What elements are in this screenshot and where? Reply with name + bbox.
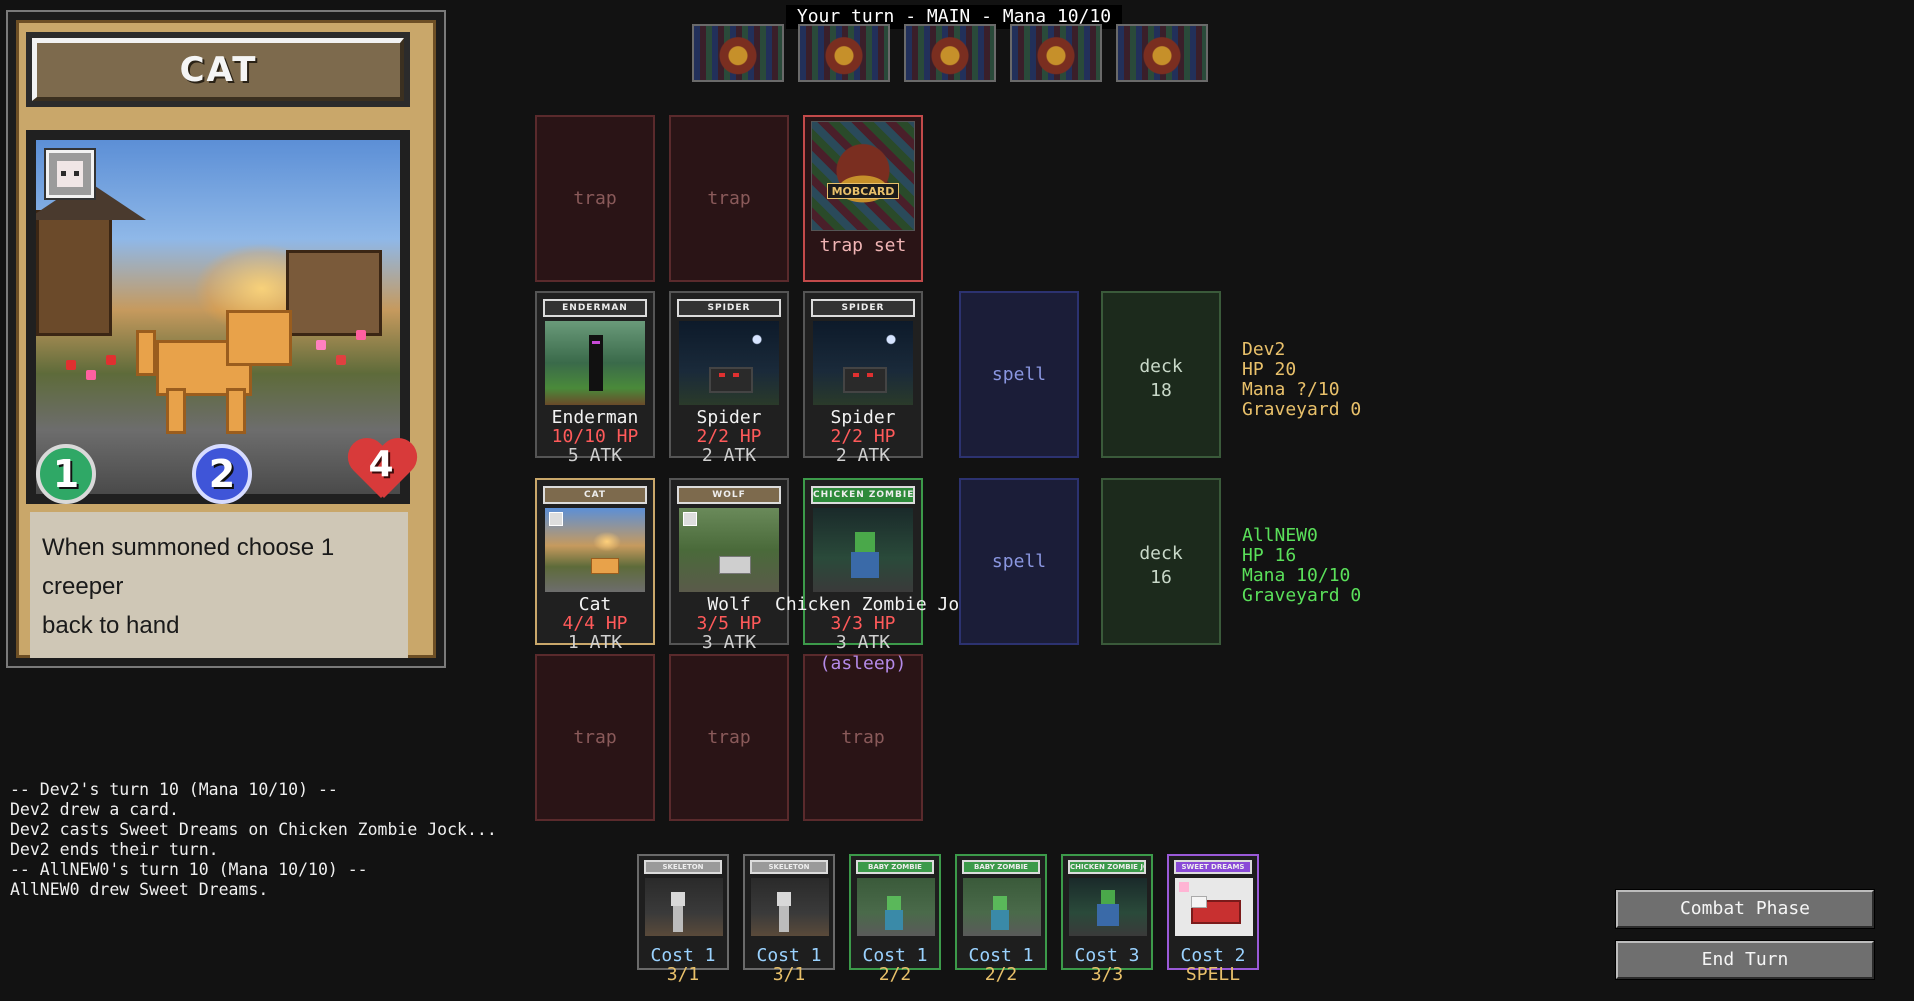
- log-line: -- Dev2's turn 10 (Mana 10/10) --: [10, 780, 338, 799]
- attack-stat-icon: 1: [36, 444, 96, 504]
- card-preview-title: CAT: [179, 50, 258, 90]
- mob-art: [813, 508, 913, 592]
- sheep-icon: [683, 512, 697, 526]
- card-preview-cost: 2: [208, 452, 236, 496]
- game-log: -- Dev2's turn 10 (Mana 10/10) -- Dev2 d…: [10, 780, 530, 900]
- hand-card-baby-zombie[interactable]: BABY ZOMBIE Cost 1 2/2: [849, 854, 941, 985]
- mob-art: [813, 321, 913, 405]
- mana-cost-icon: 2: [192, 444, 252, 504]
- opponent-mob-enderman[interactable]: ENDERMAN Enderman 10/10 HP 5 ATK: [535, 291, 655, 466]
- player-mana: Mana 10/10: [1242, 565, 1351, 586]
- log-line: Dev2 ends their turn.: [10, 840, 219, 859]
- hand-card-sweet-dreams[interactable]: SWEET DREAMS Cost 2 SPELL: [1167, 854, 1259, 985]
- card-preview-description: When summoned choose 1 creeper back to h…: [30, 512, 408, 658]
- opponent-hp: HP 20: [1242, 359, 1297, 380]
- card-art: [751, 878, 829, 936]
- player-hp: HP 16: [1242, 545, 1297, 566]
- opponent-hand-card: [798, 24, 890, 82]
- hand-card-baby-zombie[interactable]: BABY ZOMBIE Cost 1 2/2: [955, 854, 1047, 985]
- mob-art: [545, 508, 645, 592]
- card-preview-art: [26, 130, 410, 504]
- heart-icon: 4: [346, 440, 416, 510]
- opponent-graveyard: Graveyard 0: [1242, 399, 1362, 420]
- card-preview: CAT 1 2: [6, 10, 446, 668]
- mob-art: [679, 508, 779, 592]
- mob-art: [679, 321, 779, 405]
- player-spell-slot[interactable]: spell: [959, 478, 1079, 645]
- opponent-mob-spider[interactable]: SPIDER Spider 2/2 HP 2 ATK: [803, 291, 923, 466]
- opponent-name: Dev2: [1242, 339, 1286, 360]
- player-mob-cat[interactable]: CAT Cat 4/4 HP 1 ATK: [535, 478, 655, 653]
- opponent-hand-card: [1010, 24, 1102, 82]
- opponent-trap-slot[interactable]: trap: [535, 115, 655, 282]
- end-turn-button[interactable]: End Turn: [1616, 941, 1874, 979]
- opponent-hand-card: [904, 24, 996, 82]
- log-line: Dev2 casts Sweet Dreams on Chicken Zombi…: [10, 820, 497, 839]
- player-info: AllNEW0 HP 16 Mana 10/10 Graveyard 0: [1242, 526, 1361, 606]
- hand-card-skeleton[interactable]: SKELETON Cost 1 3/1: [743, 854, 835, 985]
- player-trap-slot[interactable]: trap: [535, 654, 655, 821]
- player-mob-chicken-zombie-jockey[interactable]: CHICKEN ZOMBIE JOCKEY Chicken Zombie Joc…: [775, 478, 1003, 653]
- card-art: [857, 878, 935, 936]
- player-trap-slot[interactable]: trap: [803, 654, 923, 821]
- hand-card-chicken-zombie-jockey[interactable]: CHICKEN ZOMBIE JOCKEY Cost 3 3/3: [1061, 854, 1153, 985]
- card-back: [811, 121, 915, 231]
- sheep-icon: [549, 512, 563, 526]
- opponent-info: Dev2 HP 20 Mana ?/10 Graveyard 0: [1242, 340, 1361, 420]
- player-name: AllNEW0: [1242, 525, 1318, 546]
- card-preview-attack: 1: [52, 452, 80, 496]
- opponent-trap-slot[interactable]: trap: [669, 115, 789, 282]
- player-deck: deck 16: [1101, 478, 1221, 645]
- opponent-hand-card: [1116, 24, 1208, 82]
- opponent-mana: Mana ?/10: [1242, 379, 1340, 400]
- mob-art: [545, 321, 645, 405]
- player-graveyard: Graveyard 0: [1242, 585, 1362, 606]
- opponent-spell-slot[interactable]: spell: [959, 291, 1079, 458]
- log-line: AllNEW0 drew Sweet Dreams.: [10, 880, 269, 899]
- opponent-hand-card: [692, 24, 784, 82]
- hand-card-skeleton[interactable]: SKELETON Cost 1 3/1: [637, 854, 729, 985]
- opponent-mob-spider[interactable]: SPIDER Spider 2/2 HP 2 ATK: [669, 291, 789, 466]
- card-preview-title-bar: CAT: [26, 32, 410, 107]
- mobcard-logo: MOBCARD: [827, 183, 899, 199]
- bed-icon: [1175, 878, 1253, 936]
- log-line: Dev2 drew a card.: [10, 800, 179, 819]
- sheep-icon: [46, 150, 94, 198]
- combat-phase-button[interactable]: Combat Phase: [1616, 890, 1874, 928]
- card-art: [963, 878, 1041, 936]
- opponent-deck: deck 18: [1101, 291, 1221, 458]
- opponent-trap-set[interactable]: MOBCARD trap set: [803, 115, 923, 282]
- player-mob-wolf[interactable]: WOLF Wolf 3/5 HP 3 ATK: [669, 478, 789, 653]
- asleep-status: (asleep): [819, 653, 907, 674]
- log-line: -- AllNEW0's turn 10 (Mana 10/10) --: [10, 860, 368, 879]
- player-trap-slot[interactable]: trap: [669, 654, 789, 821]
- card-art: [1069, 878, 1147, 936]
- card-art: [645, 878, 723, 936]
- card-preview-health: 4: [368, 444, 394, 485]
